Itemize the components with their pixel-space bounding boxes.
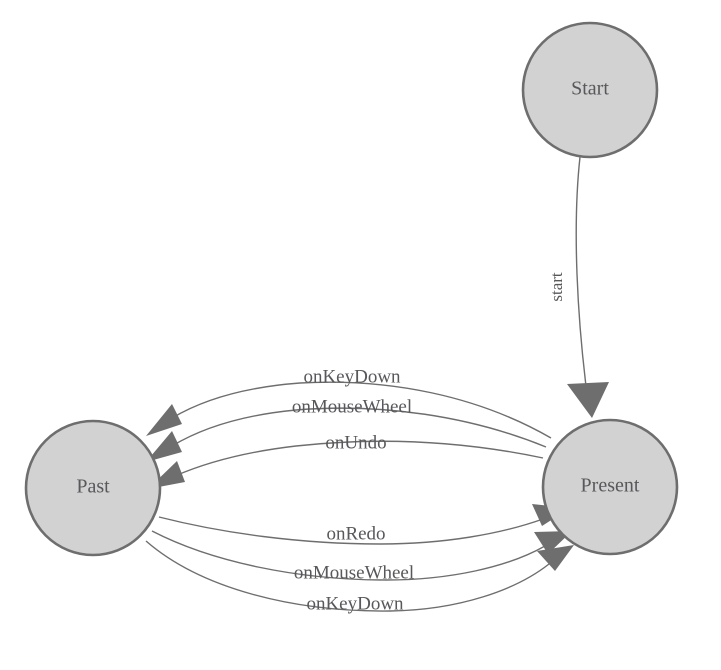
edge-label-past-present-onredo: onRedo xyxy=(326,523,385,544)
node-start-circle xyxy=(521,21,659,159)
edge-present-to-past-onmousewheel[interactable] xyxy=(146,407,547,462)
edge-present-to-past-onmousewheel-path xyxy=(171,407,547,448)
node-past-label: Past xyxy=(76,476,110,498)
arrowhead-into-past-2 xyxy=(146,431,182,462)
edge-past-to-present-onmousewheel-path xyxy=(151,530,546,581)
edge-label-present-past-onmousewheel: onMouseWheel xyxy=(292,396,412,417)
node-present-label: Present xyxy=(581,475,640,497)
node-past-circle xyxy=(24,419,162,557)
edge-past-to-present-onkeydown[interactable] xyxy=(145,540,574,612)
edge-label-start: start xyxy=(547,272,566,302)
edge-present-to-past-onundo-path xyxy=(174,440,544,477)
arrowhead-into-present-top xyxy=(567,382,609,418)
node-present[interactable]: Present xyxy=(541,418,679,556)
edge-past-to-present-onredo-path xyxy=(158,516,544,545)
node-start-label: Start xyxy=(571,78,609,100)
edge-label-present-past-onundo: onUndo xyxy=(325,432,386,453)
arrowhead-into-present-3 xyxy=(537,545,574,571)
edge-label-past-present-onkeydown: onKeyDown xyxy=(306,593,404,614)
edge-start-to-present[interactable]: start xyxy=(547,156,609,418)
edge-past-to-present-onkeydown-path xyxy=(145,540,550,612)
edge-present-to-past-onkeydown[interactable] xyxy=(146,381,552,439)
node-past[interactable]: Past xyxy=(24,419,162,557)
edge-present-to-past-onkeydown-path xyxy=(171,381,552,439)
node-start[interactable]: Start xyxy=(521,21,659,159)
node-present-circle xyxy=(541,418,679,556)
edge-label-present-past-onkeydown: onKeyDown xyxy=(303,366,401,387)
edge-start-to-present-path xyxy=(575,156,587,387)
arrowhead-into-past-1 xyxy=(146,404,182,436)
edge-label-past-present-onmousewheel: onMouseWheel xyxy=(294,562,414,583)
arrowhead-into-present-2 xyxy=(534,531,572,554)
edge-past-to-present-onmousewheel[interactable] xyxy=(151,530,572,581)
